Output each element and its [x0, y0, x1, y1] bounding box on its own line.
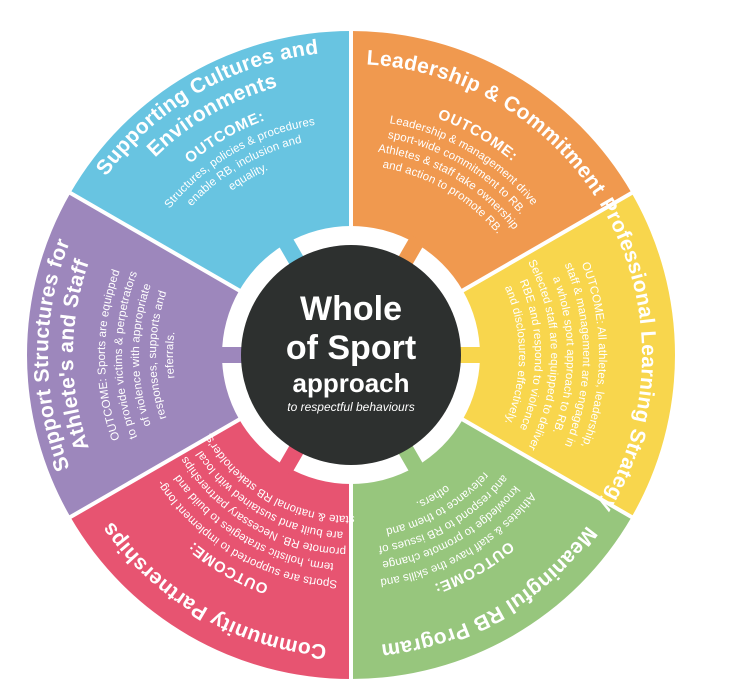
center-circle — [241, 245, 461, 465]
segment-supporting-cultures — [70, 31, 351, 291]
segment-divider — [459, 190, 635, 294]
segment-divider — [67, 416, 243, 520]
center-title-line3: approach — [292, 368, 409, 398]
center-subtitle: to respectful behaviours — [287, 400, 414, 414]
segment-support-structures — [27, 193, 240, 517]
segment-professional-learning-strategy — [462, 193, 675, 517]
center-title-line2: of Sport — [286, 329, 416, 367]
center-title-line1: Whole — [300, 290, 402, 328]
segment-divider — [67, 190, 243, 294]
segment-leadership-commitment — [351, 31, 632, 291]
segment-divider — [459, 416, 635, 520]
segment-community-partnerships — [70, 419, 351, 679]
segment-meaningful-rb-program — [351, 419, 632, 679]
segment-body-line-support-structures: referrals. — [164, 331, 177, 379]
segment-body-line-support-structures: referrals. — [164, 331, 177, 379]
